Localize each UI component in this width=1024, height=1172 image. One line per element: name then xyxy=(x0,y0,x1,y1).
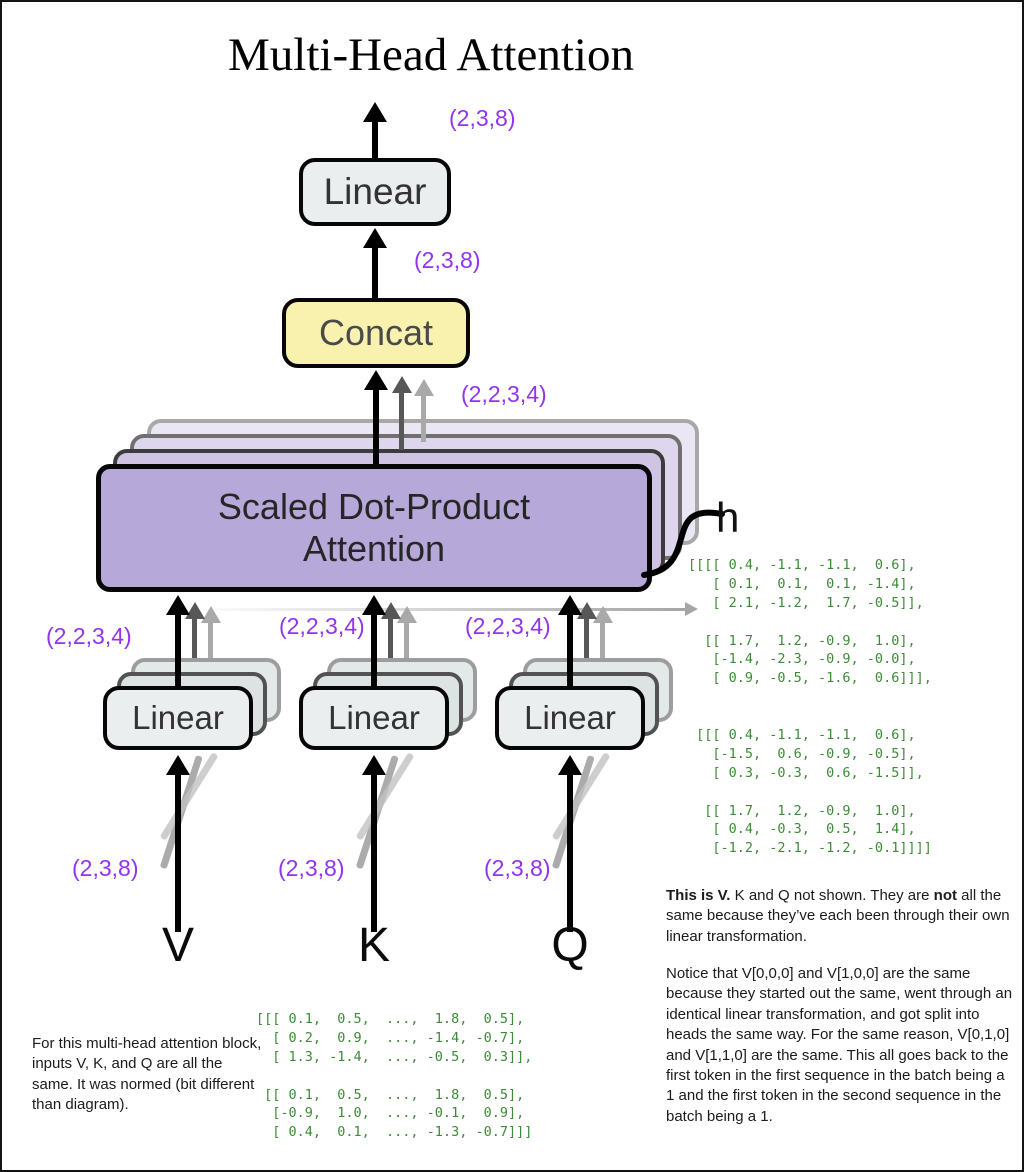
q-input-arrow xyxy=(567,774,573,932)
h-brace-curve-svg xyxy=(641,509,725,578)
concat-box: Concat xyxy=(282,298,470,368)
linear-k-label: Linear xyxy=(328,699,420,736)
v-head-shape-label: (2,2,3,4) xyxy=(46,623,132,649)
q-linear-attn-arrow-black xyxy=(567,614,573,686)
k-input-arrow xyxy=(371,774,377,932)
q-label: Q xyxy=(551,919,589,972)
v-linear-attn-arrow-black xyxy=(175,614,181,686)
linear-v-box: Linear xyxy=(103,686,253,750)
note-right-p1-rest: all the same because they’ve each been t… xyxy=(666,887,1010,945)
v-label: V xyxy=(161,919,194,972)
k-input-shape-label: (2,3,8) xyxy=(278,855,345,881)
note-right-p1-bold-not: not xyxy=(933,887,957,904)
linear-v-label: Linear xyxy=(132,699,224,736)
q-head-shape-label: (2,2,3,4) xyxy=(465,613,551,639)
k-linear-attn-arrow-gray xyxy=(388,618,393,672)
attention-output-shape-label: (2,2,3,4) xyxy=(461,381,547,407)
output-arrow xyxy=(372,121,378,160)
k-head-shape-label: (2,2,3,4) xyxy=(279,613,365,639)
linear-output-label: Linear xyxy=(323,171,427,212)
concat-output-shape-label: (2,3,8) xyxy=(414,247,481,273)
concat-label: Concat xyxy=(318,312,434,353)
page-title: Multi-Head Attention xyxy=(228,29,634,81)
k-label: K xyxy=(357,919,390,972)
h-brace-curve-icon xyxy=(634,472,734,587)
linear-q-box: Linear xyxy=(495,686,645,750)
note-right-p1-bold-lead: This is V. xyxy=(666,887,731,904)
output-shape-label: (2,3,8) xyxy=(449,105,516,131)
matrix-v-input: [[[ 0.1, 0.5, ..., 1.8, 0.5], [ 0.2, 0.9… xyxy=(256,1011,533,1141)
q-linear-attn-arrow-gray xyxy=(584,618,589,672)
concat-to-linear-arrow xyxy=(372,247,378,298)
k-linear-attn-arrow-black xyxy=(371,614,377,686)
linear-output-box: Linear xyxy=(299,158,451,226)
attention-box: Scaled Dot-Product Attention xyxy=(96,464,652,592)
linear-q-label: Linear xyxy=(524,699,616,736)
v-linear-attn-arrow-gray xyxy=(192,618,197,672)
linear-k-box: Linear xyxy=(299,686,449,750)
note-right-p2: Notice that V[0,0,0] and V[1,0,0] are th… xyxy=(666,965,1013,1125)
v-input-shape-label: (2,3,8) xyxy=(72,855,139,881)
k-linear-attn-arrow-lightgray xyxy=(404,622,409,658)
note-right-p1-mid: K and Q not shown. They are xyxy=(730,887,934,904)
v-input-arrow xyxy=(175,774,181,932)
note-bottom-left: For this multi-head attention block, inp… xyxy=(32,1035,262,1114)
attn-concat-arrow-lightgray xyxy=(421,395,426,442)
attention-label-line1: Scaled Dot-Product xyxy=(217,485,531,527)
note-right-p1: This is V. K and Q not shown. They are n… xyxy=(666,886,1016,947)
heads-axis-arrow xyxy=(187,602,698,616)
h-label: h xyxy=(716,494,740,541)
v-linear-attn-arrow-lightgray xyxy=(208,622,213,658)
attention-label-line2: Attention xyxy=(302,528,446,569)
q-linear-attn-arrow-lightgray xyxy=(600,622,605,658)
attn-concat-arrow-gray xyxy=(399,392,404,450)
attn-concat-arrow-black xyxy=(373,389,379,464)
q-input-shape-label: (2,3,8) xyxy=(484,855,551,881)
matrix-v-after-heads: [[[[ 0.4, -1.1, -1.1, 0.6], [ 0.1, 0.1, … xyxy=(688,557,932,857)
